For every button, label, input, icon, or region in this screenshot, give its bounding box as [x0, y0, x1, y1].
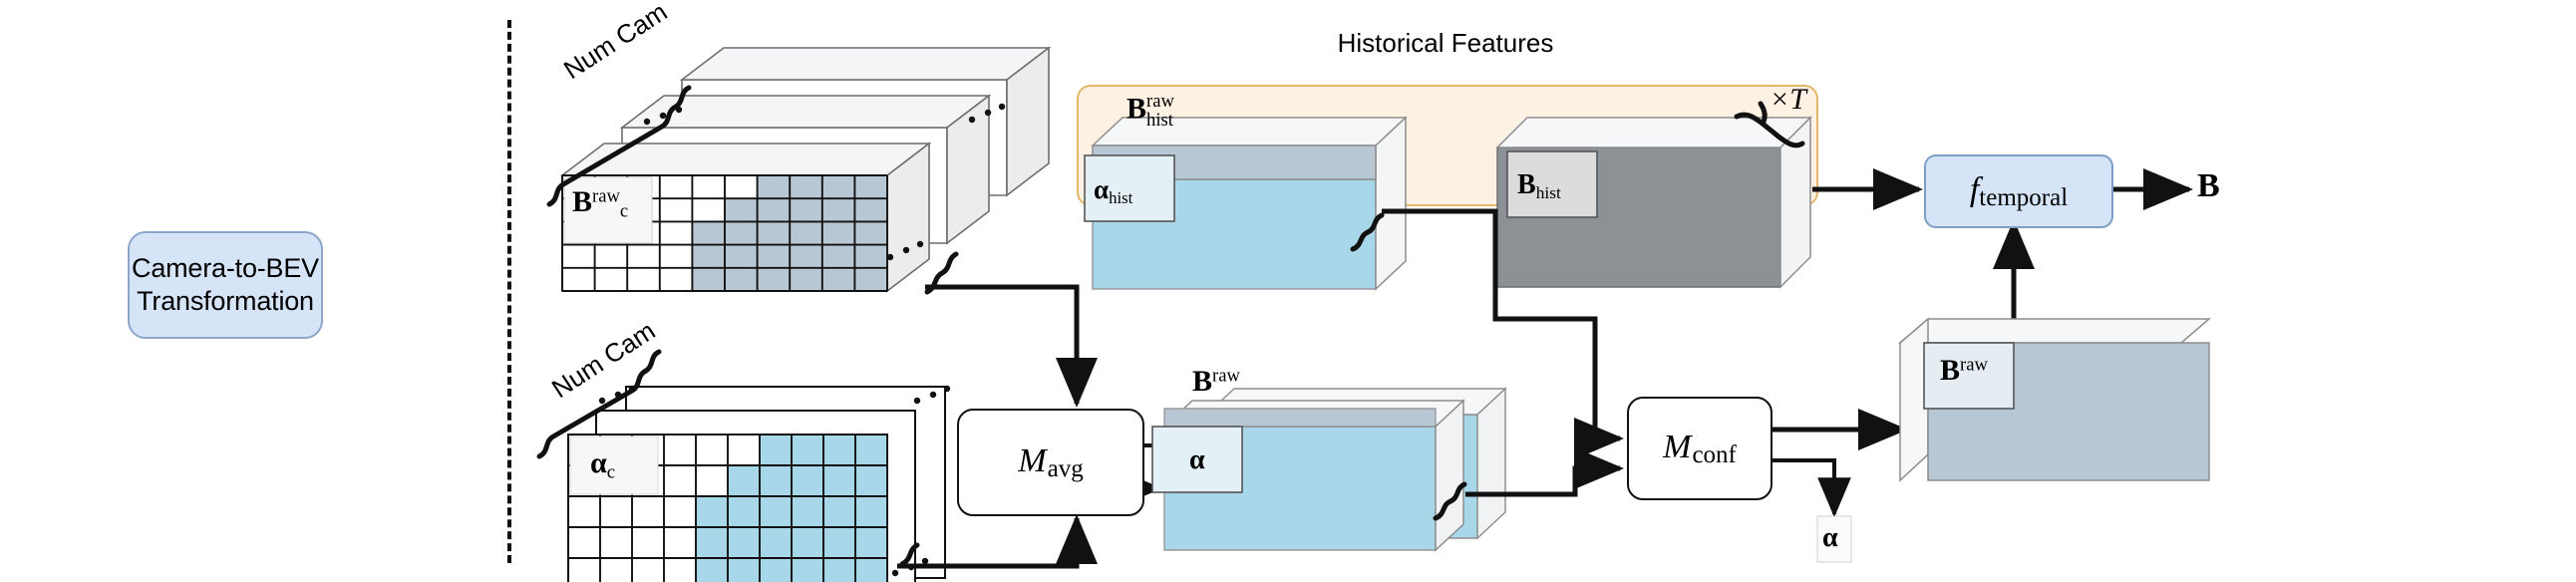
- f-temporal-sub: temporal: [1979, 183, 2069, 211]
- bc-raw-cube-stack: [546, 46, 1052, 293]
- b-raw-mid-sup: raw: [1212, 365, 1240, 387]
- bc-raw-label: Brawc: [572, 185, 628, 223]
- b-raw-mid-cube: [1151, 387, 1507, 552]
- b-output-label: B: [2197, 167, 2220, 204]
- bc-raw-base: B: [572, 185, 593, 218]
- b-hist-raw-label: B raw hist: [1127, 91, 1174, 131]
- m-conf-base: M: [1663, 428, 1692, 465]
- camera-to-bev-line2: Transformation: [137, 286, 314, 316]
- bc-raw-sub: c: [619, 200, 629, 222]
- b-raw-mid-label: Braw: [1192, 365, 1240, 399]
- f-temporal-base: f: [1969, 170, 1980, 208]
- dashed-divider: [507, 20, 511, 563]
- b-hist-base: B: [1517, 169, 1536, 200]
- alpha-c-base: α: [590, 446, 607, 479]
- m-conf-sub: conf: [1692, 440, 1737, 468]
- times-t-label: ×T: [1770, 83, 1806, 116]
- b-raw-right-sup: raw: [1960, 354, 1988, 376]
- b-hist-cube: [1495, 101, 1812, 289]
- b-hist-sub: hist: [1535, 183, 1561, 203]
- f-temporal-block[interactable]: ftemporal: [1924, 154, 2113, 228]
- alpha-c-sub: c: [606, 461, 616, 483]
- alpha-c-label: αc: [590, 446, 615, 484]
- b-raw-mid-base: B: [1192, 365, 1213, 398]
- alpha-output-chip: [1816, 515, 1852, 563]
- routing-to-m-avg: [897, 251, 1099, 569]
- m-avg-sub: avg: [1047, 454, 1084, 482]
- b-raw-right-base: B: [1940, 354, 1961, 387]
- b-hist-label: Bhist: [1517, 169, 1561, 203]
- camera-to-bev-line1: Camera-to-BEV: [132, 253, 319, 284]
- historical-features-title: Historical Features: [1337, 28, 1554, 58]
- m-avg-block[interactable]: Mavg: [957, 409, 1144, 516]
- b-hist-raw-base: B: [1127, 92, 1147, 126]
- alpha-hist-base: α: [1094, 174, 1110, 204]
- camera-to-bev-transformation-box[interactable]: Camera-to-BEV Transformation: [128, 231, 323, 339]
- b-hist-raw-sub: hist: [1146, 109, 1173, 131]
- b-raw-right-label: Braw: [1940, 354, 1988, 388]
- m-avg-base: M: [1018, 441, 1047, 479]
- b-raw-right-cube: [1897, 317, 2212, 482]
- alpha-hist-label: αhist: [1094, 174, 1132, 208]
- b-hist-raw-cube: [1084, 116, 1408, 291]
- arrow-mconf-to-alpha: [1767, 458, 1851, 518]
- b-hist-raw-sup: raw: [1146, 91, 1174, 112]
- alpha-hist-sub: hist: [1109, 188, 1133, 208]
- alpha-c-grid-stack: [536, 349, 951, 582]
- alpha-mid-label: α: [1189, 444, 1205, 475]
- bc-raw-sup: raw: [592, 185, 620, 207]
- alpha-output-label: α: [1822, 522, 1838, 553]
- m-conf-block[interactable]: Mconf: [1627, 397, 1772, 500]
- routing-to-m-conf: [1382, 208, 1625, 497]
